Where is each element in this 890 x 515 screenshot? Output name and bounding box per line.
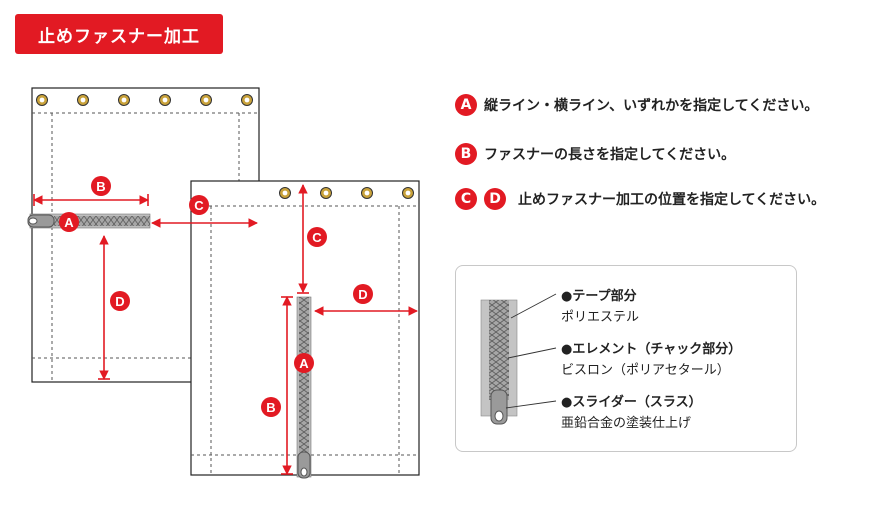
badge-d: D: [484, 188, 506, 210]
legend-slider-material: 亜鉛合金の塗装仕上げ: [561, 416, 692, 431]
badge-c-vertical: C: [307, 227, 327, 247]
badge-c-horizontal: C: [189, 195, 209, 215]
instruction-cd-text: 止めファスナー加工の位置を指定してください。: [518, 192, 826, 208]
instruction-cd: C D 止めファスナー加工の位置を指定してください。: [455, 188, 825, 210]
badge-d-left: D: [110, 291, 130, 311]
svg-text:A: A: [64, 215, 74, 230]
svg-text:A: A: [299, 356, 309, 371]
svg-text:C: C: [312, 230, 322, 245]
instruction-b-text: ファスナーの長さを指定してください。: [484, 147, 736, 163]
badge-b-horizontal: B: [91, 176, 111, 196]
legend-slider-name: ●スライダー（スラス）: [561, 395, 702, 410]
grommet-row-1: [36, 94, 253, 106]
legend-zipper-illustration: [480, 293, 557, 425]
zipper-legend: ●テープ部分 ポリエステル ●エレメント（チャック部分） ビスロン（ポリアセター…: [455, 265, 797, 452]
dimension-lines: [33, 184, 418, 475]
badge-b-vertical: B: [261, 397, 281, 417]
legend-element-material: ビスロン（ポリアセタール）: [561, 363, 730, 378]
svg-text:B: B: [96, 179, 105, 194]
badge-d-right: D: [353, 284, 373, 304]
badge-a: A: [455, 94, 477, 116]
svg-text:D: D: [358, 287, 367, 302]
legend-element: ●エレメント（チャック部分） ビスロン（ポリアセタール）: [561, 338, 741, 378]
zipper-horizontal: [27, 213, 151, 229]
instruction-b: B ファスナーの長さを指定してください。: [455, 143, 735, 165]
legend-tape-name: ●テープ部分: [561, 289, 637, 304]
badge-a-vertical: A: [294, 353, 314, 373]
legend-element-name: ●エレメント（チャック部分）: [561, 342, 742, 357]
legend-tape-material: ポリエステル: [561, 310, 640, 325]
grommet-row-2: [279, 187, 414, 199]
instruction-a: A 縦ライン・横ライン、いずれかを指定してください。: [455, 94, 818, 116]
legend-tape: ●テープ部分 ポリエステル: [561, 285, 639, 325]
instruction-a-text: 縦ライン・横ライン、いずれかを指定してください。: [484, 98, 819, 114]
svg-text:C: C: [194, 198, 204, 213]
badge-c: C: [455, 188, 477, 210]
svg-text:D: D: [115, 294, 124, 309]
badge-b: B: [455, 143, 477, 165]
section-title: 止めファスナー加工: [15, 14, 223, 54]
zipper-vertical: [296, 296, 312, 479]
svg-text:B: B: [266, 400, 275, 415]
badge-a-horizontal: A: [59, 212, 79, 232]
legend-slider: ●スライダー（スラス） 亜鉛合金の塗装仕上げ: [561, 391, 702, 431]
